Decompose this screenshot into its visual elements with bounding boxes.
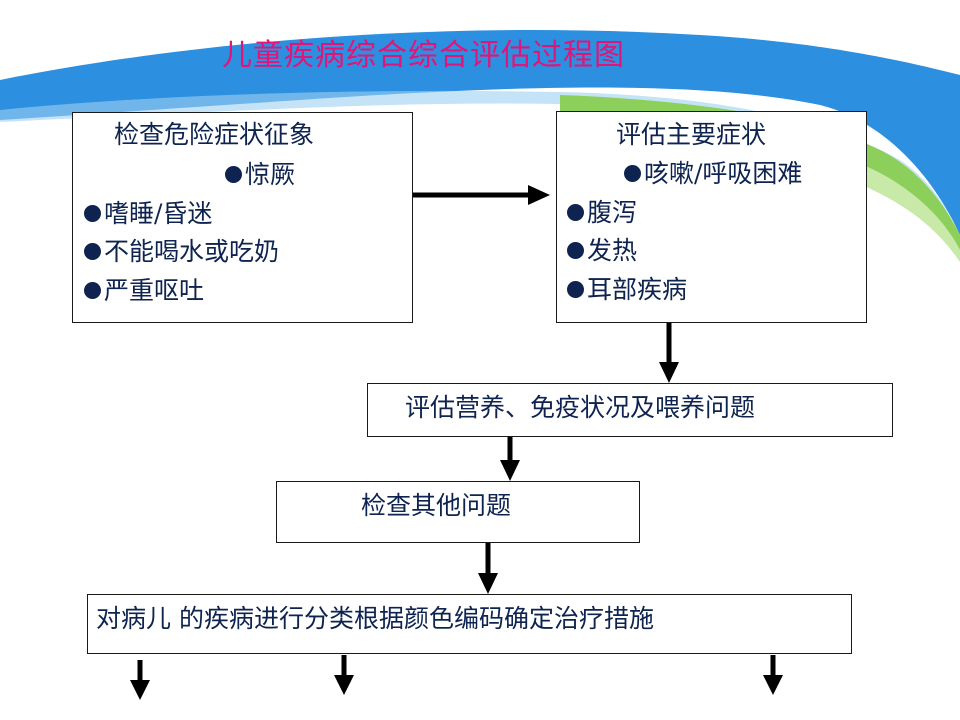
bullet-icon	[84, 243, 101, 260]
main-symptom-item: 耳部疾病	[567, 275, 687, 305]
main-symptom-item: 咳嗽/呼吸困难	[624, 159, 802, 189]
danger-signs-box	[72, 112, 413, 323]
danger-sign-item: 嗜睡/昏迷	[84, 199, 212, 229]
danger-signs-heading: 检查危险症状征象	[114, 120, 315, 149]
danger-sign-item: 严重呕吐	[84, 276, 204, 306]
bullet-icon	[225, 166, 242, 183]
arrow-down-icon	[334, 655, 354, 695]
bullet-icon	[567, 281, 584, 298]
nutrition-box	[367, 383, 893, 437]
main-symptoms-box	[556, 111, 867, 323]
arrow-down-icon	[763, 655, 783, 695]
bullet-icon	[624, 165, 641, 182]
arrow-down-icon	[130, 660, 150, 700]
main-symptom-item: 腹泻	[567, 198, 637, 228]
main-symptoms-heading: 评估主要症状	[616, 120, 767, 149]
page-title: 儿童疾病综合综合评估过程图	[222, 38, 625, 73]
main-symptom-item: 发热	[567, 236, 637, 266]
danger-sign-item: 不能喝水或吃奶	[84, 237, 279, 267]
danger-sign-item: 惊厥	[225, 160, 295, 190]
bullet-icon	[84, 282, 101, 299]
arrow-down-icon	[659, 323, 679, 383]
other-problems-box	[276, 481, 640, 543]
other-problems-label: 检查其他问题	[361, 491, 512, 520]
arrow-down-icon	[478, 543, 498, 594]
classification-label: 对病儿 的疾病进行分类根据颜色编码确定治疗措施	[96, 604, 654, 633]
bullet-icon	[567, 242, 584, 259]
bullet-icon	[84, 205, 101, 222]
classification-box	[87, 594, 852, 654]
arrow-right-icon	[413, 185, 550, 205]
bullet-icon	[567, 204, 584, 221]
nutrition-label: 评估营养、免疫状况及喂养问题	[405, 393, 756, 422]
arrow-down-icon	[500, 437, 520, 481]
